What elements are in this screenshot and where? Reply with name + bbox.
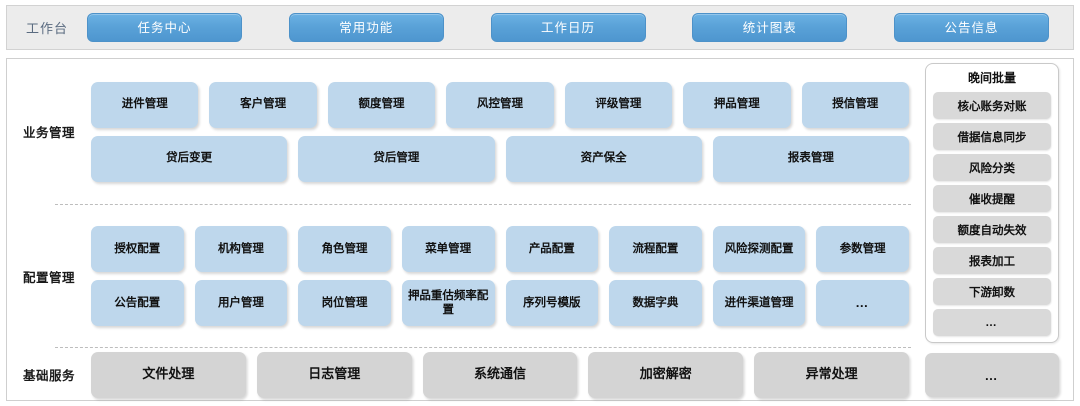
module-log-management[interactable]: 日志管理 bbox=[256, 351, 412, 398]
band-divider-2 bbox=[55, 347, 911, 348]
modules-left-column: 业务管理 进件管理 客户管理 额度管理 风控管理 评级管理 押品管理 授信管理 … bbox=[7, 59, 919, 400]
topbar-tab-list: 任务中心 常用功能 工作日历 统计图表 公告信息 bbox=[87, 13, 1073, 42]
module-report-management[interactable]: 报表管理 bbox=[712, 135, 909, 182]
band-business-management: 业务管理 进件管理 客户管理 额度管理 风控管理 评级管理 押品管理 授信管理 … bbox=[7, 59, 919, 204]
batch-item-more[interactable]: … bbox=[933, 309, 1051, 336]
night-batch-panel: 晚间批量 核心账务对账 借据信息同步 风险分类 催收提醒 额度自动失效 报表加工… bbox=[925, 63, 1059, 343]
tab-common-functions[interactable]: 常用功能 bbox=[288, 13, 444, 42]
band-rows-basic-services: 文件处理 日志管理 系统通信 加密解密 异常处理 bbox=[91, 351, 919, 398]
module-credit-management[interactable]: 授信管理 bbox=[801, 81, 909, 128]
batch-item-core-accounting-reconciliation[interactable]: 核心账务对账 bbox=[933, 92, 1051, 119]
tab-announcements[interactable]: 公告信息 bbox=[894, 13, 1049, 42]
module-authorization-config[interactable]: 授权配置 bbox=[91, 226, 184, 272]
configuration-row-1: 授权配置 机构管理 角色管理 菜单管理 产品配置 流程配置 风险探测配置 参数管… bbox=[91, 226, 909, 272]
night-batch-title: 晚间批量 bbox=[967, 71, 1016, 85]
band-rows-business: 进件管理 客户管理 额度管理 风控管理 评级管理 押品管理 授信管理 贷后变更 … bbox=[91, 81, 919, 182]
band-divider-1 bbox=[55, 204, 911, 205]
batch-item-risk-classification[interactable]: 风险分类 bbox=[933, 154, 1051, 181]
modules-right-column: 晚间批量 核心账务对账 借据信息同步 风险分类 催收提醒 额度自动失效 报表加工… bbox=[917, 59, 1073, 400]
module-asset-preservation[interactable]: 资产保全 bbox=[505, 135, 702, 182]
module-position-management[interactable]: 岗位管理 bbox=[298, 280, 391, 326]
module-customer-management[interactable]: 客户管理 bbox=[209, 81, 317, 128]
workbench-label: 工作台 bbox=[25, 21, 68, 36]
batch-item-loan-receipt-info-sync[interactable]: 借据信息同步 bbox=[933, 123, 1051, 150]
module-risk-detection-config[interactable]: 风险探测配置 bbox=[712, 226, 806, 272]
module-serial-number-template[interactable]: 序列号模版 bbox=[505, 280, 599, 326]
module-post-loan-management[interactable]: 贷后管理 bbox=[298, 135, 495, 182]
module-post-loan-change[interactable]: 贷后变更 bbox=[91, 135, 288, 182]
module-announcement-config[interactable]: 公告配置 bbox=[91, 280, 184, 326]
band-label-basic-services: 基础服务 bbox=[22, 369, 75, 383]
band-basic-services: 基础服务 文件处理 日志管理 系统通信 加密解密 异常处理 bbox=[7, 348, 919, 401]
batch-item-report-processing[interactable]: 报表加工 bbox=[933, 247, 1051, 274]
batch-item-limit-auto-expiry[interactable]: 额度自动失效 bbox=[933, 216, 1051, 243]
module-limit-management[interactable]: 额度管理 bbox=[327, 81, 436, 128]
module-system-communication[interactable]: 系统通信 bbox=[422, 351, 578, 398]
tab-statistics-chart[interactable]: 统计图表 bbox=[692, 13, 848, 42]
module-user-management[interactable]: 用户管理 bbox=[194, 280, 288, 326]
band-label-configuration: 配置管理 bbox=[22, 270, 75, 285]
business-row-1: 进件管理 客户管理 额度管理 风控管理 评级管理 押品管理 授信管理 bbox=[91, 81, 909, 128]
batch-item-downstream-data-unload[interactable]: 下游卸数 bbox=[933, 278, 1051, 305]
module-exception-handling[interactable]: 异常处理 bbox=[754, 351, 909, 398]
module-encryption-decryption[interactable]: 加密解密 bbox=[588, 351, 744, 398]
basic-services-row-1: 文件处理 日志管理 系统通信 加密解密 异常处理 bbox=[91, 351, 909, 398]
module-risk-control-management[interactable]: 风控管理 bbox=[446, 81, 554, 128]
band-label-business: 业务管理 bbox=[22, 126, 75, 140]
module-intake-management[interactable]: 进件管理 bbox=[91, 81, 199, 128]
module-role-management[interactable]: 角色管理 bbox=[298, 226, 391, 272]
module-organization-management[interactable]: 机构管理 bbox=[194, 226, 288, 272]
tab-work-calendar[interactable]: 工作日历 bbox=[490, 13, 646, 42]
basic-services-more[interactable]: … bbox=[925, 353, 1059, 397]
batch-item-collection-reminder[interactable]: 催收提醒 bbox=[933, 185, 1051, 212]
module-configuration-more[interactable]: … bbox=[816, 280, 909, 326]
module-collateral-management[interactable]: 押品管理 bbox=[683, 81, 791, 128]
module-collateral-revaluation-frequency-config[interactable]: 押品重估频率配置 bbox=[401, 280, 495, 326]
module-file-processing[interactable]: 文件处理 bbox=[91, 351, 246, 398]
band-rows-configuration: 授权配置 机构管理 角色管理 菜单管理 产品配置 流程配置 风险探测配置 参数管… bbox=[91, 226, 919, 326]
module-parameter-management[interactable]: 参数管理 bbox=[816, 226, 909, 272]
band-configuration-management: 配置管理 授权配置 机构管理 角色管理 菜单管理 产品配置 流程配置 风险探测配… bbox=[7, 205, 919, 347]
workbench-topbar: 工作台 任务中心 常用功能 工作日历 统计图表 公告信息 bbox=[6, 5, 1074, 50]
tab-task-center[interactable]: 任务中心 bbox=[87, 13, 242, 42]
business-row-2: 贷后变更 贷后管理 资产保全 报表管理 bbox=[91, 135, 909, 182]
modules-frame: 业务管理 进件管理 客户管理 额度管理 风控管理 评级管理 押品管理 授信管理 … bbox=[6, 58, 1074, 401]
configuration-row-2: 公告配置 用户管理 岗位管理 押品重估频率配置 序列号模版 数据字典 进件渠道管… bbox=[91, 280, 909, 326]
module-rating-management[interactable]: 评级管理 bbox=[564, 81, 673, 128]
module-process-config[interactable]: 流程配置 bbox=[609, 226, 702, 272]
module-menu-management[interactable]: 菜单管理 bbox=[401, 226, 495, 272]
module-intake-channel-management[interactable]: 进件渠道管理 bbox=[712, 280, 806, 326]
module-product-config[interactable]: 产品配置 bbox=[505, 226, 599, 272]
module-data-dictionary[interactable]: 数据字典 bbox=[609, 280, 702, 326]
